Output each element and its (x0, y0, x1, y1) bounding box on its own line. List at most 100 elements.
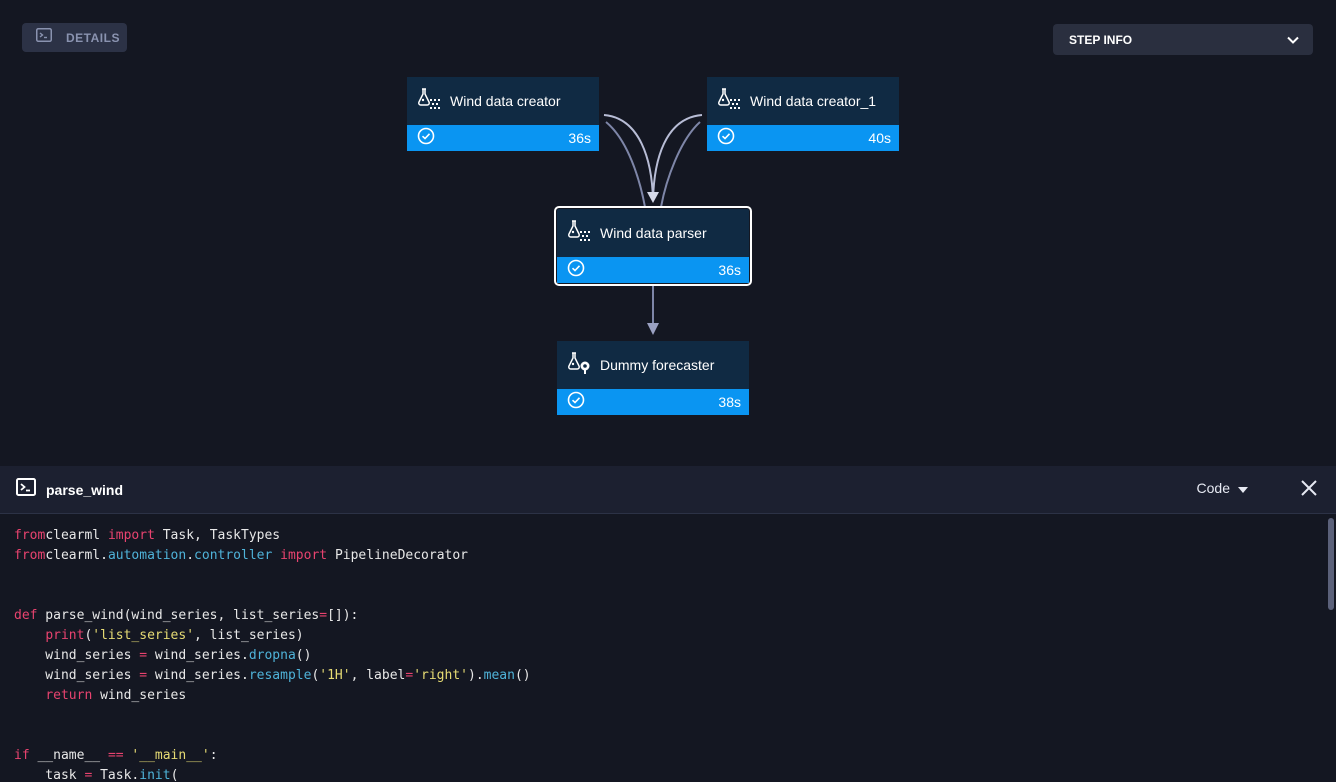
code-token: wind_series. (147, 648, 249, 663)
node-header: Dummy forecaster (557, 341, 749, 389)
node-name: Wind data parser (600, 225, 707, 241)
code-token: print (45, 628, 85, 643)
code-token (272, 548, 280, 563)
details-label: DETAILS (66, 30, 120, 45)
code-line: wind_series = wind_series.resample('1H',… (14, 666, 1336, 686)
caret-down-icon (1238, 480, 1248, 496)
code-token: ( (311, 668, 320, 683)
code-line: wind_series = wind_series.dropna() (14, 646, 1336, 666)
code-token: = (84, 768, 93, 782)
code-token: dropna (248, 648, 296, 663)
code-token: () (514, 668, 531, 683)
code-token: from (14, 548, 46, 563)
code-token: Task, TaskTypes (154, 528, 281, 543)
code-token: return (45, 688, 93, 703)
code-token: , list_series) (194, 628, 304, 643)
code-token: wind_series. (147, 668, 249, 683)
chevron-down-icon (1287, 31, 1299, 49)
code-token: clearml (45, 528, 108, 543)
pipeline-node[interactable]: Wind data creator 36s (407, 77, 599, 151)
node-status-bar: 36s (407, 125, 599, 151)
node-header: Wind data creator (407, 77, 599, 125)
code-token: clearml. (45, 548, 108, 563)
code-line: def parse_wind(wind_series, list_series=… (14, 606, 1336, 626)
code-token: PipelineDecorator (327, 548, 469, 563)
arrowhead-icon (647, 192, 659, 203)
code-token: : (209, 748, 218, 763)
pipeline-node[interactable]: Dummy forecaster 38s (557, 341, 749, 415)
code-token: == (107, 748, 124, 763)
code-token: , label (350, 668, 406, 683)
node-duration: 36s (568, 130, 591, 146)
panel-title: parse_wind (46, 481, 124, 498)
code-token: . (186, 548, 195, 563)
edge-creator1-to-parser (652, 114, 703, 201)
code-line (14, 726, 1336, 746)
view-mode-value: Code (1196, 480, 1230, 496)
code-line: return wind_series (14, 686, 1336, 706)
code-line: fromclearml import Task, TaskTypes (14, 526, 1336, 546)
node-duration: 36s (718, 262, 741, 278)
edge-creator-to-parser (605, 121, 646, 208)
code-line (14, 566, 1336, 586)
view-mode-select[interactable]: Code (1197, 480, 1248, 496)
step-info-label: STEP INFO (1069, 32, 1133, 47)
node-name: Wind data creator (450, 93, 561, 109)
code-token: init (139, 768, 171, 782)
code-token: automation (107, 548, 187, 563)
code-token: '1H' (319, 668, 351, 683)
code-token: 'list_series' (92, 628, 195, 643)
code-token: = (319, 608, 328, 623)
code-token: ( (170, 768, 179, 782)
node-status-bar: 40s (707, 125, 899, 151)
code-token: def (14, 608, 38, 623)
terminal-icon (36, 28, 52, 47)
arrowhead-icon (647, 323, 659, 335)
code-token: wind_series (92, 688, 187, 703)
node-header: Wind data parser (557, 209, 749, 257)
code-token: import (280, 548, 328, 563)
check-circle-icon (717, 127, 735, 150)
code-token: ). (468, 668, 484, 683)
code-token: = (139, 668, 148, 683)
pipeline-node[interactable]: Wind data parser 36s (554, 206, 752, 286)
panel-header: parse_wind (0, 466, 1336, 514)
node-header: Wind data creator_1 (707, 77, 899, 125)
check-circle-icon (417, 127, 435, 150)
close-panel-button[interactable] (1300, 479, 1318, 502)
code-token: = (405, 668, 414, 683)
node-duration: 40s (868, 130, 891, 146)
code-token: () (295, 648, 312, 663)
code-token: resample (248, 668, 312, 683)
node-status-bar: 36s (557, 257, 749, 283)
code-token: ( (84, 628, 93, 643)
code-token: 'right' (413, 668, 468, 683)
data-processing-task-icon (567, 219, 593, 248)
code-token: '__main__' (131, 748, 210, 763)
node-name: Dummy forecaster (600, 357, 715, 373)
edge-creator-to-parser (603, 114, 654, 201)
check-circle-icon (567, 259, 585, 282)
data-processing-task-icon (717, 87, 743, 116)
pipeline-node[interactable]: Wind data creator_1 40s (707, 77, 899, 151)
node-status-bar: 38s (557, 389, 749, 415)
step-info-dropdown[interactable]: STEP INFO (1053, 24, 1313, 55)
code-token (14, 688, 45, 703)
code-token: Task. (92, 768, 140, 782)
console-icon (16, 478, 36, 501)
check-circle-icon (567, 391, 585, 414)
scrollbar[interactable] (1328, 518, 1334, 610)
code-token (14, 628, 45, 643)
code-line: print('list_series', list_series) (14, 626, 1336, 646)
code-token: __name__ (29, 748, 108, 763)
details-button[interactable]: DETAILS (22, 23, 127, 52)
node-duration: 38s (718, 394, 741, 410)
code-token: []): (327, 608, 359, 623)
code-line: task = Task.init( (14, 766, 1336, 782)
code-line (14, 586, 1336, 606)
code-token: mean (483, 668, 515, 683)
step-details-panel: parse_wind Code fromclearml import Task,… (0, 466, 1336, 782)
